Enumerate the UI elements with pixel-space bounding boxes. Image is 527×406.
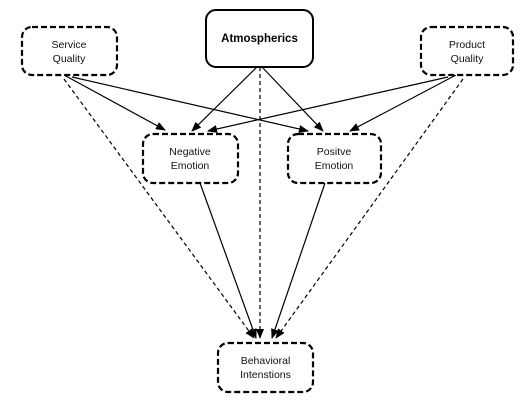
node-service-quality-line1: Service	[51, 39, 86, 51]
node-atmospherics: Atmospherics	[205, 9, 314, 68]
edge-negative-to-behavioral	[199, 182, 257, 339]
node-product-quality-line2: Quality	[451, 53, 484, 65]
node-negative-emotion-box	[141, 132, 240, 185]
edges-group	[63, 66, 464, 339]
node-behavioral-intentions: Behavioral Intenstions	[216, 341, 315, 394]
edge-atmospherics-to-negative	[191, 66, 258, 132]
node-service-quality-box	[20, 25, 119, 77]
edge-atmospherics-to-positive	[261, 66, 324, 132]
edge-service-to-behavioral	[63, 78, 255, 339]
node-positive-emotion-line1: Positve	[317, 146, 352, 158]
node-behavioral-intentions-line2: Intenstions	[240, 369, 291, 381]
node-product-quality-line1: Product	[449, 39, 485, 51]
edge-product-to-negative	[207, 76, 449, 133]
node-atmospherics-box	[205, 9, 314, 68]
node-service-quality: Service Quality	[20, 25, 119, 77]
edge-positive-to-behavioral	[271, 182, 326, 339]
node-product-quality-box	[419, 25, 515, 77]
node-negative-emotion-line2: Emotion	[171, 160, 210, 172]
edge-service-to-negative	[63, 74, 166, 131]
node-behavioral-intentions-box	[216, 341, 315, 394]
node-negative-emotion: Negative Emotion	[141, 132, 240, 185]
node-atmospherics-label: Atmospherics	[221, 33, 298, 45]
node-positive-emotion-line2: Emotion	[315, 160, 354, 172]
node-positive-emotion-box	[286, 132, 383, 185]
node-negative-emotion-line1: Negative	[169, 146, 211, 158]
edge-service-to-positive	[71, 76, 309, 133]
edge-product-to-positive	[349, 74, 457, 132]
node-behavioral-intentions-line1: Behavioral	[241, 355, 291, 367]
node-service-quality-line2: Quality	[53, 53, 86, 65]
node-positive-emotion: Positve Emotion	[286, 132, 383, 185]
nodes-group: Service Quality Atmospherics Product Qua…	[20, 9, 515, 394]
edge-product-to-behavioral	[275, 78, 464, 339]
node-product-quality: Product Quality	[419, 25, 515, 77]
